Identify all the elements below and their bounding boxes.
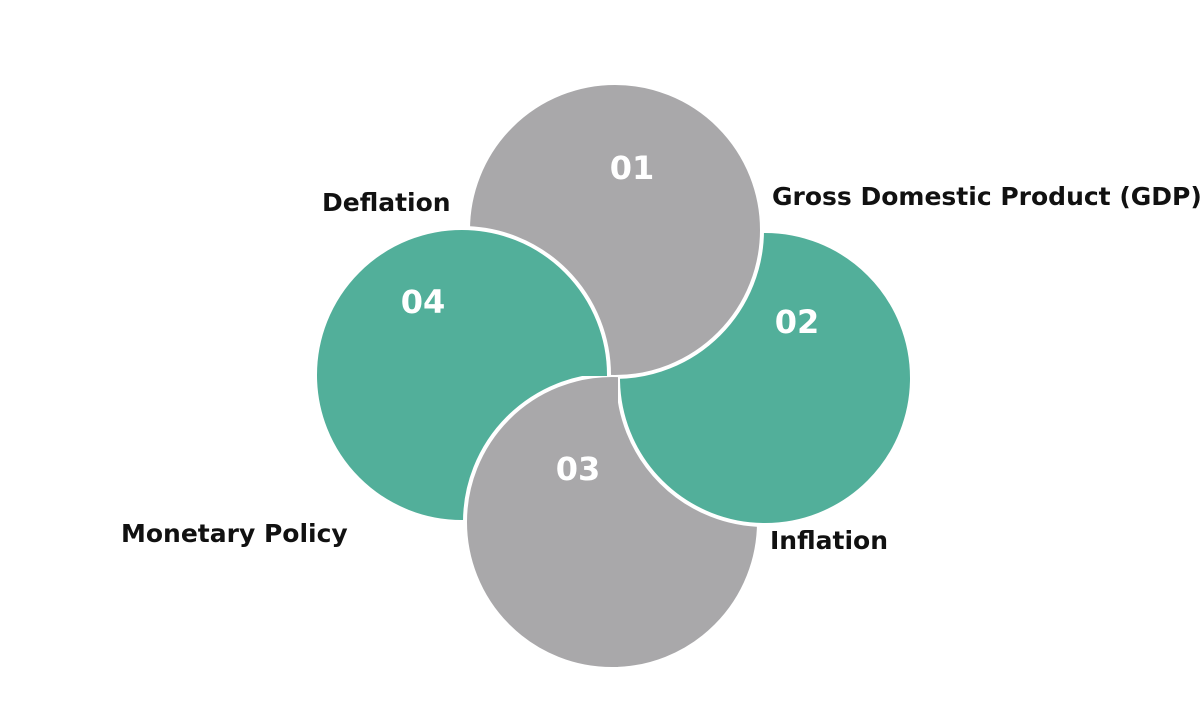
segment-03-number: 03 bbox=[555, 450, 601, 488]
segment-02-label: Inflation bbox=[770, 526, 888, 555]
segment-01-label: Gross Domestic Product (GDP) bbox=[772, 182, 1200, 211]
segment-02-number: 02 bbox=[774, 303, 820, 341]
segment-01-number: 01 bbox=[609, 149, 655, 187]
segment-04-label: Deflation bbox=[322, 188, 451, 217]
segment-03-label: Monetary Policy bbox=[121, 519, 348, 548]
segment-04-number: 04 bbox=[400, 283, 446, 321]
